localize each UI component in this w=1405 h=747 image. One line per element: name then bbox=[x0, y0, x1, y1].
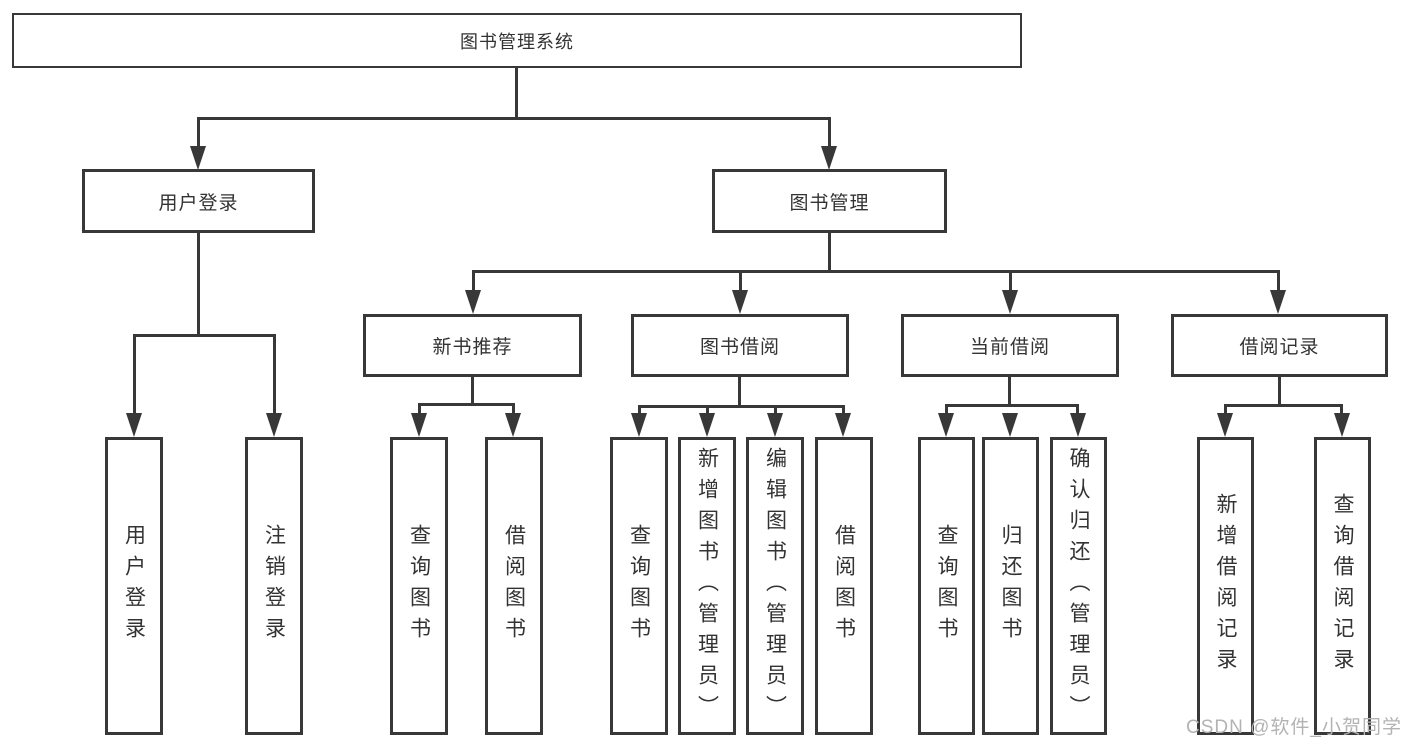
connector-line bbox=[133, 334, 136, 415]
connector-line bbox=[945, 404, 1079, 407]
connector-line bbox=[472, 270, 475, 292]
leaf-label: 查询图书 bbox=[407, 524, 431, 648]
arrow-down-icon bbox=[411, 413, 427, 437]
arrow-down-icon bbox=[1002, 290, 1018, 314]
connector-line bbox=[197, 233, 200, 337]
connector-line bbox=[471, 377, 474, 406]
node-new-book-recommend: 新书推荐 bbox=[363, 314, 582, 377]
arrow-down-icon bbox=[1270, 290, 1286, 314]
node-user-login: 用户登录 bbox=[82, 169, 315, 233]
connector-line bbox=[1009, 270, 1012, 292]
arrow-down-icon bbox=[835, 413, 851, 437]
arrow-down-icon bbox=[767, 413, 783, 437]
leaf-user-login: 用户登录 bbox=[105, 437, 163, 735]
leaf-label: 确认归还（管理员） bbox=[1067, 446, 1091, 726]
leaf-query-books-borrow: 查询图书 bbox=[610, 437, 668, 735]
connector-line bbox=[1278, 377, 1281, 407]
leaf-label: 查询借阅记录 bbox=[1331, 493, 1355, 679]
leaf-label: 借阅图书 bbox=[832, 524, 856, 648]
connector-line bbox=[198, 117, 829, 120]
leaf-query-borrow-record: 查询借阅记录 bbox=[1314, 437, 1371, 735]
node-current-borrow: 当前借阅 bbox=[901, 314, 1119, 377]
leaf-label: 查询图书 bbox=[627, 524, 651, 648]
arrow-down-icon bbox=[631, 413, 647, 437]
arrow-down-icon bbox=[821, 146, 837, 170]
node-label: 新书推荐 bbox=[432, 337, 513, 358]
connector-line bbox=[1224, 404, 1343, 407]
leaf-confirm-return-admin: 确认归还（管理员） bbox=[1050, 437, 1107, 735]
connector-line bbox=[638, 405, 845, 408]
arrow-down-icon bbox=[465, 290, 481, 314]
node-library-management-system: 图书管理系统 bbox=[12, 13, 1022, 68]
arrow-down-icon bbox=[1217, 413, 1233, 437]
node-label: 用户登录 bbox=[158, 192, 239, 214]
connector-line bbox=[273, 334, 276, 415]
connector-line bbox=[197, 117, 200, 148]
connector-line bbox=[774, 405, 777, 415]
connector-line bbox=[512, 403, 515, 415]
node-book-borrow: 图书借阅 bbox=[631, 314, 849, 377]
node-label: 借阅记录 bbox=[1239, 337, 1320, 358]
arrow-down-icon bbox=[190, 146, 206, 170]
arrow-down-icon bbox=[126, 413, 142, 437]
connector-line bbox=[418, 403, 421, 415]
connector-line bbox=[1076, 404, 1079, 415]
connector-line bbox=[472, 270, 1280, 273]
connector-line bbox=[706, 405, 709, 415]
leaf-label: 注销登录 bbox=[262, 524, 286, 648]
node-label: 图书管理系统 bbox=[460, 31, 574, 52]
leaf-borrow-books-recommend: 借阅图书 bbox=[485, 437, 543, 735]
leaf-query-books-current: 查询图书 bbox=[918, 437, 975, 735]
connector-line bbox=[1340, 404, 1343, 415]
leaf-borrow-books: 借阅图书 bbox=[815, 437, 873, 735]
connector-line bbox=[842, 405, 845, 415]
leaf-label: 编辑图书（管理员） bbox=[763, 446, 787, 726]
leaf-return-book: 归还图书 bbox=[982, 437, 1039, 735]
leaf-edit-book-admin: 编辑图书（管理员） bbox=[746, 437, 804, 735]
leaf-label: 新增借阅记录 bbox=[1214, 493, 1238, 679]
connector-line bbox=[638, 405, 641, 415]
leaf-label: 借阅图书 bbox=[502, 524, 526, 648]
leaf-logout: 注销登录 bbox=[245, 437, 303, 735]
leaf-query-books-recommend: 查询图书 bbox=[390, 437, 448, 735]
connector-line bbox=[515, 68, 518, 118]
connector-line bbox=[738, 377, 741, 408]
arrow-down-icon bbox=[938, 413, 954, 437]
connector-line bbox=[1224, 404, 1227, 415]
arrow-down-icon bbox=[699, 413, 715, 437]
arrow-down-icon bbox=[1002, 413, 1018, 437]
arrow-down-icon bbox=[1334, 413, 1350, 437]
leaf-add-book-admin: 新增图书（管理员） bbox=[678, 437, 736, 735]
leaf-label: 用户登录 bbox=[122, 524, 146, 648]
connector-line bbox=[1277, 270, 1280, 292]
connector-line bbox=[739, 270, 742, 292]
leaf-label: 新增图书（管理员） bbox=[695, 446, 719, 726]
csdn-watermark: CSDN @软件_小贺同学 bbox=[1186, 717, 1402, 738]
node-label: 图书管理 bbox=[789, 192, 870, 214]
connector-line bbox=[418, 403, 515, 406]
leaf-label: 归还图书 bbox=[999, 524, 1023, 648]
connector-line bbox=[828, 117, 831, 148]
arrow-down-icon bbox=[505, 413, 521, 437]
connector-line bbox=[828, 233, 831, 273]
arrow-down-icon bbox=[732, 290, 748, 314]
connector-line bbox=[945, 404, 948, 415]
arrow-down-icon bbox=[1070, 413, 1086, 437]
connector-line bbox=[1008, 377, 1011, 407]
leaf-label: 查询图书 bbox=[935, 524, 959, 648]
node-label: 图书借阅 bbox=[699, 337, 780, 358]
node-book-management: 图书管理 bbox=[712, 169, 947, 233]
node-borrow-records: 借阅记录 bbox=[1171, 314, 1388, 377]
arrow-down-icon bbox=[266, 413, 282, 437]
node-label: 当前借阅 bbox=[969, 337, 1050, 358]
connector-line bbox=[133, 334, 274, 337]
leaf-add-borrow-record: 新增借阅记录 bbox=[1197, 437, 1254, 735]
